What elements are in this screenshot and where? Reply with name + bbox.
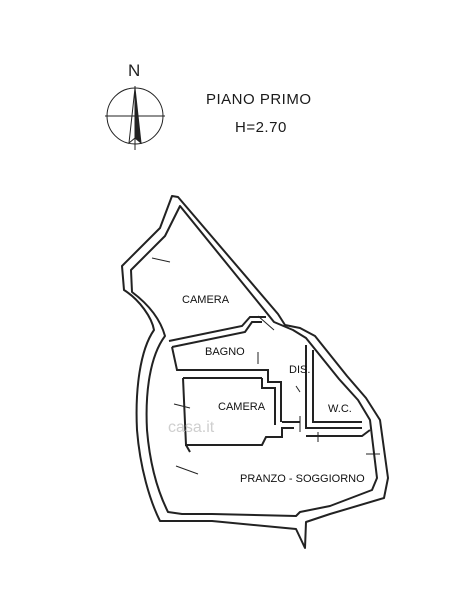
window-mark — [173, 403, 191, 409]
height-label: H=2.70 — [235, 119, 287, 136]
wall-camera-dis — [261, 378, 276, 425]
compass: N — [105, 61, 165, 150]
label-pranzo-soggiorno: PRANZO - SOGGIORNO — [240, 473, 365, 485]
watermark: casa.it — [168, 419, 215, 436]
door-mark — [257, 315, 275, 331]
wall-stub — [185, 444, 191, 453]
door-mark — [295, 385, 301, 393]
label-dis: DIS. — [289, 364, 310, 376]
wall-camera-bagno — [171, 321, 262, 348]
wall-wc-left-inner — [312, 350, 362, 423]
window-mark — [175, 465, 199, 475]
label-camera-top: CAMERA — [182, 294, 230, 306]
door-marks — [151, 257, 380, 475]
outer-wall — [121, 195, 389, 549]
window-mark — [151, 257, 171, 263]
label-bagno: BAGNO — [205, 346, 245, 358]
wall-bagno-camera — [171, 346, 282, 422]
interior-walls — [168, 316, 371, 453]
compass-needle-right — [134, 87, 142, 145]
floor-name: PIANO PRIMO — [206, 91, 312, 108]
wall-camera-bagno-inner — [168, 316, 266, 342]
inner-wall — [130, 205, 378, 517]
wall-wc-bottom — [306, 429, 371, 437]
label-camera-mid: CAMERA — [218, 401, 266, 413]
label-wc: W.C. — [328, 403, 352, 415]
north-letter: N — [128, 61, 140, 80]
outer-walls — [121, 195, 389, 549]
wall-wc-left — [305, 345, 362, 429]
